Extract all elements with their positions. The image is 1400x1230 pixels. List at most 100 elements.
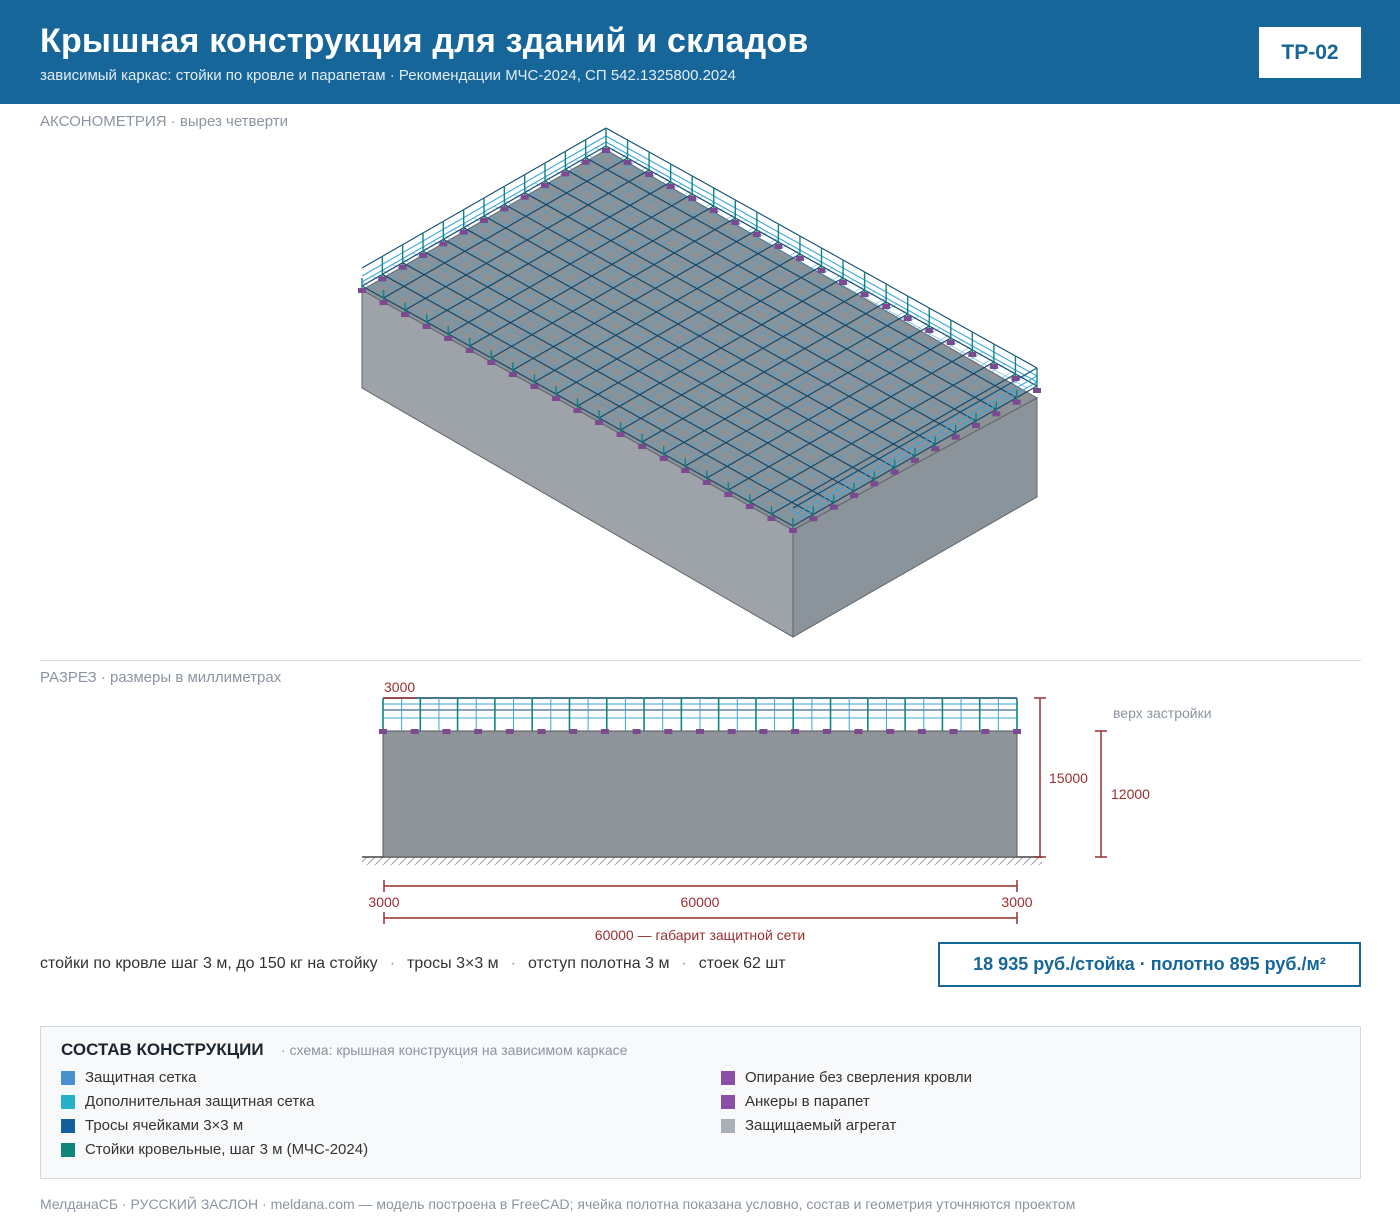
legend-item-label: Тросы ячейками 3×3 м [85, 1117, 244, 1134]
legend-title: СОСТАВ КОНСТРУКЦИИ [61, 1040, 264, 1059]
roof-support [767, 516, 776, 521]
net-line [493, 205, 926, 447]
legend-swatch [61, 1118, 75, 1133]
cable-line [565, 168, 997, 410]
param-separator: · [389, 955, 396, 972]
dimension-lines [383, 697, 1107, 924]
legend-item-label: Анкеры в парапет [745, 1093, 870, 1110]
roof-support [688, 196, 697, 201]
roof-support [508, 372, 517, 377]
footer-note: МелданаСБ · РУССКИЙ ЗАСЛОН · meldana.com… [40, 1196, 1076, 1212]
legend-item-label: Защищаемый агрегат [745, 1117, 897, 1134]
section-support [537, 729, 546, 734]
legend-item-label: Опирание без сверления кровли [745, 1069, 973, 1086]
legend-item-extra-net: Дополнительная защитная сетка [61, 1093, 314, 1110]
roof-support [645, 172, 654, 177]
dim-offset-top-label: 3000 [384, 679, 415, 695]
cable-line [483, 215, 916, 457]
legend-item-label: Стойки кровельные, шаг 3 м (МЧС-2024) [85, 1141, 369, 1158]
roof-support [439, 241, 448, 247]
param-separator: · [510, 955, 516, 972]
legend-item-anchors: Анкеры в парапет [721, 1093, 870, 1110]
section-support [1013, 729, 1021, 734]
legend-swatch [61, 1142, 75, 1157]
roof-support [890, 469, 899, 475]
dim-right-label: 3000 [1001, 894, 1032, 910]
roof-support [459, 229, 468, 235]
top-note: верх застройки [1113, 705, 1212, 721]
net-line [453, 229, 885, 470]
roof-support [659, 456, 668, 461]
cable-line [463, 227, 895, 469]
legend-swatch [721, 1118, 735, 1133]
net-line [565, 165, 997, 406]
net-line [483, 211, 916, 453]
legend-swatch [61, 1094, 75, 1109]
section-support [727, 729, 736, 734]
roof-support [444, 336, 453, 341]
section-support [696, 729, 704, 734]
roof-support [379, 300, 388, 305]
legend-swatch [721, 1070, 735, 1085]
section-support [410, 729, 419, 734]
document-code-badge: ТР-02 [1259, 27, 1361, 78]
net-line [585, 153, 1017, 394]
dim-left-label: 3000 [368, 894, 399, 910]
net-line [575, 159, 1007, 400]
roof-support [541, 183, 549, 188]
parapet-rail [792, 375, 1038, 517]
section-support [854, 729, 863, 734]
roof-support [745, 504, 754, 509]
roof-support [581, 159, 590, 165]
section-support [474, 729, 483, 734]
section-support [791, 729, 800, 734]
section-divider [40, 660, 1361, 661]
roof-support [752, 232, 761, 237]
section-support [981, 729, 990, 734]
section-support [759, 729, 768, 734]
page-subtitle: зависимый каркас: стойки по кровле и пар… [40, 67, 736, 84]
legend-item-net: Защитная сетка [61, 1069, 196, 1086]
axonometry-heading: АКСОНОМЕТРИЯ · вырез четверти [40, 113, 288, 130]
legend-item-cables: Тросы ячейками 3×3 м [61, 1117, 243, 1134]
section-support [600, 729, 609, 734]
legend-item-unit: Защищаемый агрегат [721, 1117, 896, 1134]
roof-support [602, 148, 610, 153]
roof-support [551, 396, 560, 401]
net-line [473, 217, 906, 459]
legend-item-support: Опирание без сверления кровли [721, 1069, 972, 1086]
roof-support [946, 340, 955, 345]
roof-support [595, 420, 604, 425]
building-section [382, 730, 1018, 858]
roof-support [989, 364, 998, 369]
roof-support [398, 264, 407, 270]
section-support [632, 729, 641, 734]
roof-support [972, 423, 980, 428]
roof-support [709, 208, 718, 213]
cable-line [524, 192, 956, 434]
roof-support [731, 220, 740, 225]
dim-height-building-label: 12000 [1111, 786, 1150, 802]
page-title: Крышная конструкция для зданий и складов [40, 22, 809, 60]
section-support [442, 729, 451, 734]
legend-subtitle: · схема: крышная конструкция на зависимо… [281, 1042, 628, 1058]
roof-support [1033, 388, 1041, 393]
roof-support [1011, 376, 1020, 381]
legend-swatch [61, 1070, 75, 1085]
roof-support [561, 171, 570, 177]
roof-support [422, 324, 431, 329]
roof-support [839, 280, 848, 285]
roof-support [358, 288, 366, 293]
roof-support [465, 348, 474, 353]
net-line [422, 246, 855, 488]
net-line [554, 170, 987, 412]
cable-line [382, 273, 814, 515]
roof-support [809, 516, 818, 522]
roof-support [666, 184, 675, 189]
roof-support [925, 328, 934, 333]
net-line [534, 182, 967, 424]
roof-support [817, 268, 826, 273]
section-support [822, 729, 831, 734]
